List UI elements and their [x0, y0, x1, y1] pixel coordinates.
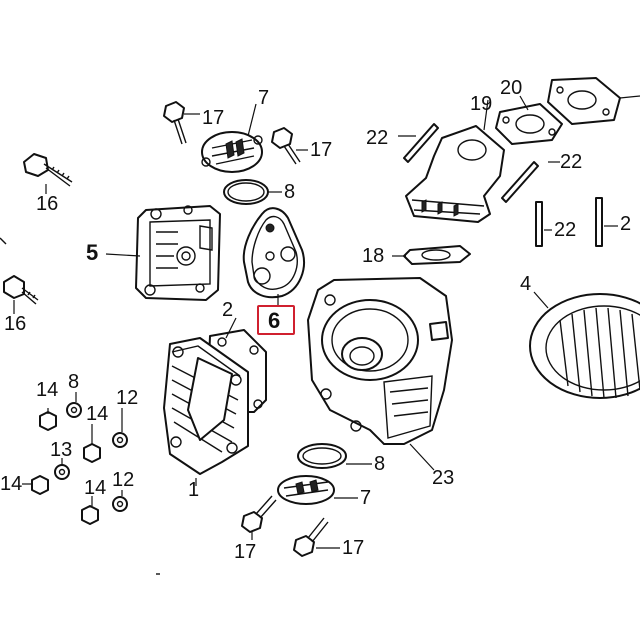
callout-7: 7 [360, 487, 371, 509]
callout-5: 5 [86, 240, 98, 265]
callout-20: 20 [500, 77, 522, 99]
callout-17: 17 [234, 541, 256, 563]
bolt-fragment [0, 237, 7, 245]
callout-14: 14 [36, 379, 58, 401]
part-12-washer-c [112, 496, 128, 512]
part-12-washer-b [112, 432, 128, 448]
part-7-tappet-cover-top [201, 131, 263, 173]
part-16-bolt-lower [3, 275, 39, 305]
callout-2: 2 [620, 213, 631, 235]
part-14-nut-a [39, 411, 57, 431]
callout-8: 8 [374, 453, 385, 475]
part-6-gasket [242, 207, 305, 299]
part-13-washer [54, 464, 70, 480]
callout-12: 8 [68, 371, 79, 393]
callout-17: 17 [202, 107, 224, 129]
part-14-nut-d [81, 505, 99, 525]
part-12-washer-a [66, 402, 82, 418]
part-17-bolt-c [241, 495, 277, 533]
callout-19: 19 [470, 93, 492, 115]
callout-16: 16 [4, 313, 26, 335]
callout-14: 14 [0, 473, 22, 495]
part-16-bolt-upper [23, 153, 73, 187]
callout-2: 2 [222, 299, 233, 321]
callout-1: 1 [188, 479, 199, 501]
part-17-bolt-a [163, 101, 187, 145]
part-17-bolt-b [271, 127, 301, 165]
lead-offscreen [619, 95, 640, 99]
part-22-stud-c [535, 201, 543, 247]
part-8-o-ring-top [223, 179, 269, 205]
part-23-cylinder-head [307, 277, 453, 445]
part-14-nut-b [83, 443, 101, 463]
callout-23: 23 [432, 467, 454, 489]
part-20-flange-plate [547, 77, 621, 125]
callout-14: 14 [86, 403, 108, 425]
part-8-o-ring-bottom [297, 443, 347, 469]
part-4-fan-shroud [529, 293, 640, 399]
callout-22: 22 [366, 127, 388, 149]
leader-lines [13, 95, 618, 549]
part-22-stud-a [403, 123, 439, 163]
callout-4: 4 [520, 273, 531, 295]
callout-14: 14 [84, 477, 106, 499]
callout-8: 8 [284, 181, 295, 203]
part-20-flange-gasket [495, 103, 563, 145]
part-19-intake-manifold [405, 125, 505, 223]
callout-16: 16 [36, 193, 58, 215]
part-17-bolt-d [293, 517, 329, 557]
callout-22: 22 [554, 219, 576, 241]
callout-7: 7 [258, 87, 269, 109]
part-18-gasket [403, 245, 471, 265]
callout-18: 18 [362, 245, 384, 267]
callout-labels: 7 17 17 16 8 5 16 6 2 1 14 8 14 12 13 14… [0, 77, 631, 563]
highlight-box [257, 305, 295, 335]
part-5-head-cover [135, 205, 221, 301]
part-14-nut-c [31, 475, 49, 495]
callout-22: 22 [560, 151, 582, 173]
callout-13: 13 [50, 439, 72, 461]
callout-12: 12 [116, 387, 138, 409]
part-22-stud-d [595, 197, 603, 247]
part-1-cylinder [163, 337, 249, 475]
part-7-tappet-cover-bottom [277, 475, 335, 505]
part-22-stud-b [501, 161, 539, 203]
callout-12: 12 [112, 469, 134, 491]
callout-17: 17 [342, 537, 364, 559]
callout-17: 17 [310, 139, 332, 161]
callout-6: 6 [268, 308, 280, 333]
